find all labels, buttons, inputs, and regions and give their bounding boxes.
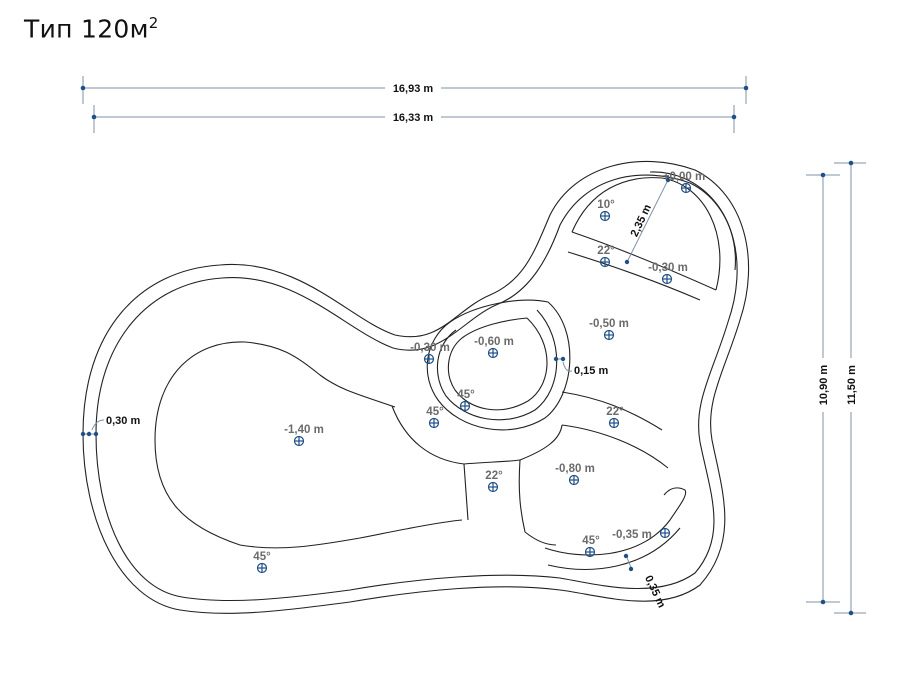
marker-label: 45° — [253, 551, 271, 563]
dim-dot — [628, 566, 634, 572]
dimension-inner-width: 10,90 m — [806, 172, 840, 605]
level-markers: +0,00 m 10° 22° -0,30 m -0,50 m -0,60 m … — [253, 171, 706, 574]
marker-label: +0,00 m — [663, 171, 706, 183]
wall-dimension: 0,30 m — [80, 415, 140, 437]
step-depth-dim-line — [626, 179, 669, 263]
marker-45deg-bottom: 45° — [582, 535, 600, 558]
dim-dot — [743, 85, 749, 91]
marker-label: -0,35 m — [612, 529, 652, 541]
marker-label: -0,80 m — [555, 463, 595, 475]
bench-outer — [544, 487, 687, 556]
island-inner-2 — [447, 317, 548, 411]
marker-45deg-left: 45° — [426, 406, 444, 429]
marker-45deg-inner: 45° — [457, 389, 475, 412]
marker-140: -1,40 m — [284, 424, 324, 447]
dim-dot — [80, 431, 86, 437]
marker-label: -0,30 m — [410, 342, 450, 354]
circle-wall-dimension: 0,15 m — [553, 356, 608, 377]
dim-dot — [86, 431, 92, 437]
step-line — [391, 405, 465, 465]
marker-080: -0,80 m — [555, 463, 595, 486]
dim-label-total-length: 16,93 m — [393, 83, 434, 95]
dim-label-bg — [385, 80, 441, 96]
dim-label-bg — [815, 358, 831, 412]
wall-dim-leader — [91, 419, 105, 431]
marker-label: -0,50 m — [589, 318, 629, 330]
step-line — [463, 463, 469, 521]
step-line — [561, 391, 663, 431]
dim-dot — [731, 114, 737, 120]
marker-label: 10° — [597, 199, 615, 211]
dim-dot — [848, 610, 854, 616]
dim-dot — [560, 356, 566, 362]
marker-label: 22° — [485, 470, 503, 482]
dim-dot — [91, 114, 97, 120]
step-depth-dimension: 2,35 m — [624, 177, 671, 265]
marker-label: 22° — [597, 245, 615, 257]
bench-inner — [547, 527, 681, 570]
marker-22deg-mid: 22° — [485, 470, 503, 493]
marker-label: 45° — [582, 535, 600, 547]
terrace-line — [567, 251, 701, 301]
dim-label-total-width: 11,50 m — [846, 365, 858, 405]
marker-10deg: 10° — [597, 199, 615, 222]
deep-area-edge — [154, 341, 463, 549]
island-inner-1 — [436, 309, 558, 421]
step-line — [463, 459, 521, 465]
wall-dim-label: 0,30 m — [106, 415, 140, 427]
marker-label: -1,40 m — [284, 424, 324, 436]
marker-plus-000: +0,00 m — [663, 171, 706, 194]
marker-035: -0,35 m — [612, 527, 671, 541]
marker-label: -0,30 m — [648, 262, 688, 274]
dim-dot — [848, 160, 854, 166]
terrace-line — [571, 177, 663, 233]
dim-dot — [93, 431, 99, 437]
dim-dot — [624, 259, 630, 265]
title-text: Тип 120м — [24, 14, 149, 44]
bottom-wall-dim-label: 0,35 m — [642, 574, 667, 610]
dimension-inner-length: 16,33 m — [91, 105, 737, 133]
step-line — [524, 531, 557, 546]
dim-label-inner-width: 10,90 m — [818, 365, 830, 406]
dimension-total-length: 16,93 m — [80, 76, 749, 104]
step-line — [518, 459, 526, 533]
marker-label: -0,60 m — [474, 336, 514, 348]
island-outer — [426, 299, 571, 431]
marker-030-top: -0,30 m — [648, 262, 688, 285]
dim-dot — [553, 356, 559, 362]
marker-22deg-right: 22° — [606, 406, 624, 429]
dim-dot — [820, 599, 826, 605]
marker-label: 45° — [426, 406, 444, 418]
dim-dot — [665, 177, 671, 183]
step-depth-dim-label: 2,35 m — [629, 202, 654, 238]
dim-label-bg — [385, 109, 441, 125]
terrace-line — [649, 171, 736, 271]
circle-wall-dim-label: 0,15 m — [574, 365, 608, 377]
marker-060: -0,60 m — [474, 336, 514, 359]
dim-dot — [623, 553, 629, 559]
marker-label: 45° — [457, 389, 475, 401]
terrace-line — [661, 177, 721, 291]
marker-22deg-top: 22° — [597, 245, 615, 268]
dim-label-inner-length: 16,33 m — [393, 112, 434, 124]
step-line — [519, 424, 563, 461]
circle-wall-leader — [562, 361, 573, 372]
marker-45deg-bottom-left: 45° — [253, 551, 271, 574]
marker-050: -0,50 m — [589, 318, 629, 341]
dim-dot — [80, 85, 86, 91]
pool-outline — [82, 160, 750, 614]
pool-inner-edge — [95, 174, 738, 602]
dim-label-bg — [843, 358, 859, 412]
marker-label: 22° — [606, 406, 624, 418]
dim-dot — [820, 172, 826, 178]
pool-outer-edge — [82, 160, 750, 614]
dimension-total-width: 11,50 m — [834, 160, 866, 616]
step-line — [561, 424, 669, 469]
marker-030-left: -0,30 m — [410, 342, 450, 365]
page-title: Тип 120м2 — [24, 14, 159, 43]
title-superscript: 2 — [148, 14, 159, 32]
terrace-line — [571, 231, 717, 291]
